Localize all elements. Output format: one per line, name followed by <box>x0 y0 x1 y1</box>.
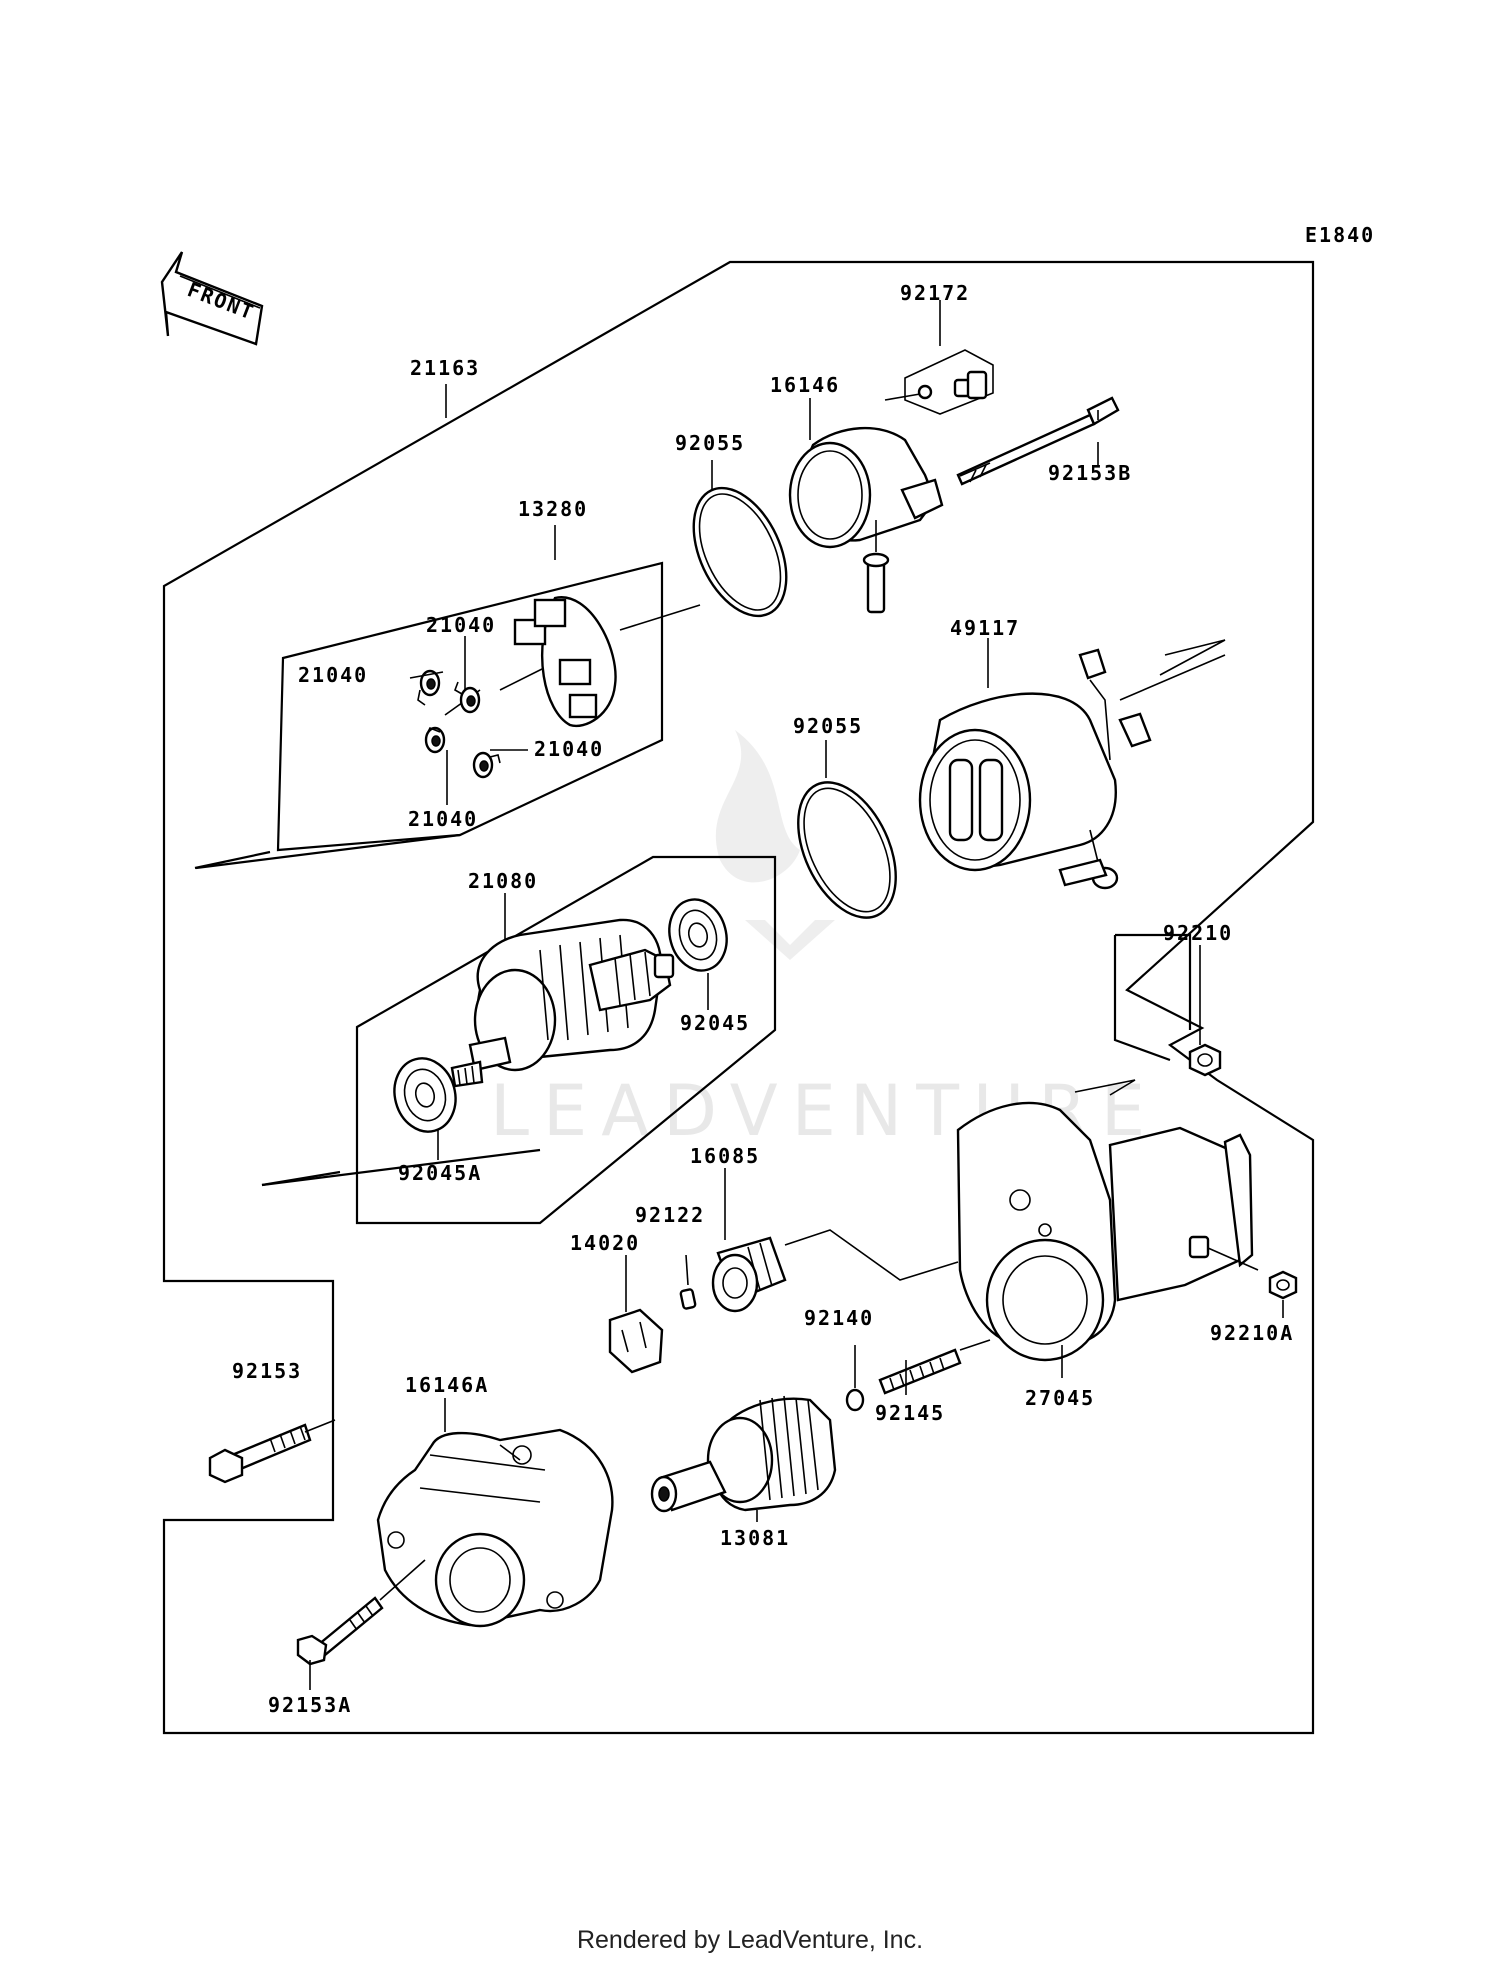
label-92172: 92172 <box>900 281 970 305</box>
label-21040-bottom: 21040 <box>408 807 478 831</box>
bearing-92045 <box>668 898 728 972</box>
bolt-92153 <box>208 1419 336 1484</box>
diagram-code: E1840 <box>1305 223 1375 247</box>
label-21040-right: 21040 <box>534 737 604 761</box>
label-92153: 92153 <box>232 1359 302 1383</box>
yoke-49117 <box>918 639 1226 890</box>
o-ring-92055-upper <box>692 486 788 618</box>
clutch-13081 <box>650 1395 837 1513</box>
label-16146: 16146 <box>770 373 840 397</box>
label-92210A: 92210A <box>1210 1321 1294 1345</box>
assembly-outline <box>162 260 1315 1735</box>
label-16146A: 16146A <box>405 1373 489 1397</box>
label-92153A: 92153A <box>268 1693 352 1717</box>
label-92055-upper: 92055 <box>675 431 745 455</box>
springs-21040 <box>417 669 501 779</box>
label-13280: 13280 <box>518 497 588 521</box>
label-92145: 92145 <box>875 1401 945 1425</box>
label-21163: 21163 <box>410 356 480 380</box>
leader-lines <box>309 300 1284 1690</box>
front-direction-arrow: FRONT <box>160 251 264 346</box>
through-bolt-92153B <box>956 396 1120 486</box>
screw-92172 <box>884 349 994 415</box>
gear-case-27045 <box>956 1079 1259 1362</box>
part-labels: 21163 92172 16146 92153B 92055 13280 210… <box>232 281 1294 1717</box>
brush-plate-13280 <box>513 596 617 728</box>
label-92210: 92210 <box>1163 921 1233 945</box>
label-92140: 92140 <box>804 1306 874 1330</box>
armature-box <box>355 855 777 1225</box>
label-13081: 13081 <box>720 1526 790 1550</box>
label-92153B: 92153B <box>1048 461 1132 485</box>
brush-holder-box <box>276 561 664 852</box>
label-14020: 14020 <box>570 1231 640 1255</box>
label-16085: 16085 <box>690 1144 760 1168</box>
ball-92140 <box>845 1388 865 1412</box>
spring-92145 <box>878 1339 991 1395</box>
armature-21080 <box>450 918 675 1088</box>
label-21040-left: 21040 <box>298 663 368 687</box>
label-21080: 21080 <box>468 869 538 893</box>
pin-92122 <box>679 1288 697 1310</box>
end-cover-16146 <box>788 426 944 614</box>
bolt-92153A <box>296 1559 426 1666</box>
retainer-14020 <box>608 1308 664 1374</box>
bearing-92045A <box>393 1057 457 1133</box>
o-ring-92055-lower <box>797 781 897 919</box>
footer-credit: Rendered by LeadVenture, Inc. <box>576 1926 924 1954</box>
nut-92210A <box>1268 1270 1298 1300</box>
label-92055-lower: 92055 <box>793 714 863 738</box>
nut-92210 <box>1188 1043 1222 1077</box>
roller-16085 <box>711 1229 959 1313</box>
label-27045: 27045 <box>1025 1386 1095 1410</box>
label-21040-top: 21040 <box>426 613 496 637</box>
front-housing-16146A <box>376 1428 614 1628</box>
label-92045A: 92045A <box>398 1161 482 1185</box>
label-92045: 92045 <box>680 1011 750 1035</box>
label-49117: 49117 <box>950 616 1020 640</box>
label-92122: 92122 <box>635 1203 705 1227</box>
